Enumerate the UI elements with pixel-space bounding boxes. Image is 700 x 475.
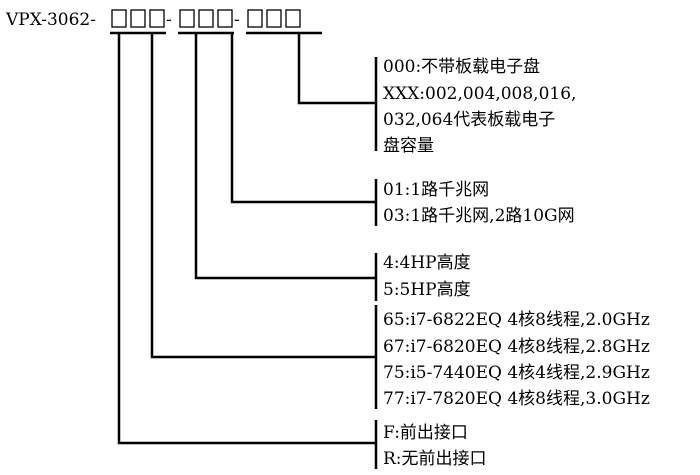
code-separator-2: - [234,10,240,30]
leader-cpu [150,33,376,359]
storage-option-2: XXX:002,004,008,016, [383,84,577,104]
front-interface-option-2: R:无前出接口 [383,449,487,469]
height-option-2: 5:5HP高度 [383,280,471,300]
network-option-2: 03:1路千兆网,2路10G网 [383,206,575,226]
leader-storage [297,33,376,105]
code-prefix: VPX-3062- [6,10,96,30]
code-box-3 [149,9,165,28]
cpu-option-3: 75:i5-7440EQ 4核4线程,2.9GHz [383,363,650,383]
code-box-9 [285,9,301,28]
code-box-6 [217,9,233,28]
leader-lines [117,33,376,445]
code-box-2 [130,9,146,28]
cpu-option-1: 65:i7-6822EQ 4核8线程,2.0GHz [383,310,650,330]
leader-network [230,33,376,204]
code-box-4 [179,9,195,28]
code-box-5 [198,9,214,28]
code-box-1 [111,9,127,28]
code-separator-1: - [166,10,172,30]
leader-front-interface [117,33,376,445]
height-option-1: 4:4HP高度 [383,253,471,273]
cpu-option-4: 77:i7-7820EQ 4核8线程,3.0GHz [383,389,650,409]
leader-height [194,33,376,280]
storage-option-2-cont2: 盘容量 [383,136,434,156]
code-box-7 [247,9,263,28]
front-interface-option-1: F:前出接口 [383,423,468,443]
storage-option-2-cont: 032,064代表板载电子 [383,110,556,130]
code-boxes [111,9,301,28]
code-box-8 [266,9,282,28]
storage-option-1: 000:不带板载电子盘 [383,57,541,77]
cpu-option-2: 67:i7-6820EQ 4核8线程,2.8GHz [383,337,650,357]
network-option-1: 01:1路千兆网 [383,180,490,200]
